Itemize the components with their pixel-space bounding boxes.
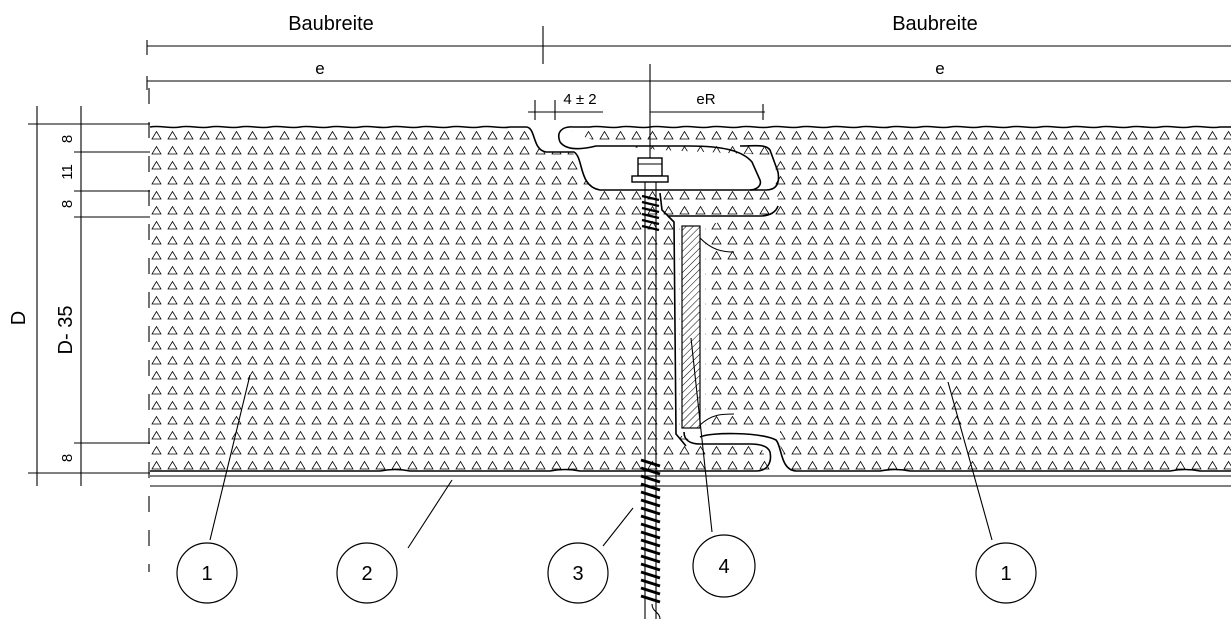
D-label: D [8, 311, 30, 325]
callout-1-right-label: 1 [1000, 563, 1011, 585]
layer-8-mid-label: 8 [59, 200, 76, 208]
profile-web-outline [667, 215, 687, 447]
right-panel-foam [568, 128, 1231, 472]
layer-11-label: 11 [59, 164, 76, 180]
fastener-screw [631, 157, 669, 619]
layer-8-top-label: 8 [59, 135, 76, 143]
leader-1-left [209, 374, 251, 541]
leader-2 [407, 479, 453, 549]
baubreite-left-label: Baubreite [288, 13, 374, 35]
callout-2: 2 [336, 542, 398, 604]
top-face-sheet-right [558, 125, 1231, 143]
callout-2-label: 2 [361, 563, 372, 585]
dimension-D: D [8, 106, 150, 486]
callout-4-label: 4 [718, 556, 729, 578]
dimension-layers: 8 11 8 D- 35 8 [55, 106, 150, 486]
leader-1-right [947, 381, 993, 541]
top-inner-hook [559, 141, 762, 191]
e-left-label: e [315, 59, 324, 78]
callout-1-left: 1 [176, 542, 238, 604]
bottom-face-sheet-right [699, 432, 1231, 472]
D-35-label: D- 35 [55, 306, 77, 355]
eR-label: eR [696, 91, 715, 108]
callout-1-right: 1 [975, 542, 1037, 604]
leader-4 [690, 337, 713, 533]
dimension-eR: eR [650, 91, 765, 120]
callout-3: 3 [547, 542, 609, 604]
leader-3 [602, 507, 634, 547]
anchor-bottom [699, 413, 735, 426]
screw-washer [631, 175, 669, 183]
dimension-baubreite: Baubreite Baubreite [146, 13, 1231, 64]
callout-3-label: 3 [572, 563, 583, 585]
e-right-label: e [935, 59, 944, 78]
bottom-face-sheet-left [150, 431, 772, 472]
left-panel-foam [150, 128, 772, 472]
profile-top-flange [659, 192, 779, 217]
callout-1-left-label: 1 [201, 563, 212, 585]
anchor-top [699, 237, 735, 253]
joint-gap-label: 4 ± 2 [563, 91, 596, 108]
layer-8-bottom-label: 8 [59, 454, 76, 462]
screw-head [637, 157, 663, 177]
dimension-joint-gap: 4 ± 2 [528, 91, 603, 120]
top-face-sheet-left [149, 125, 780, 191]
baubreite-right-label: Baubreite [892, 13, 978, 35]
callout-4: 4 [692, 534, 756, 598]
